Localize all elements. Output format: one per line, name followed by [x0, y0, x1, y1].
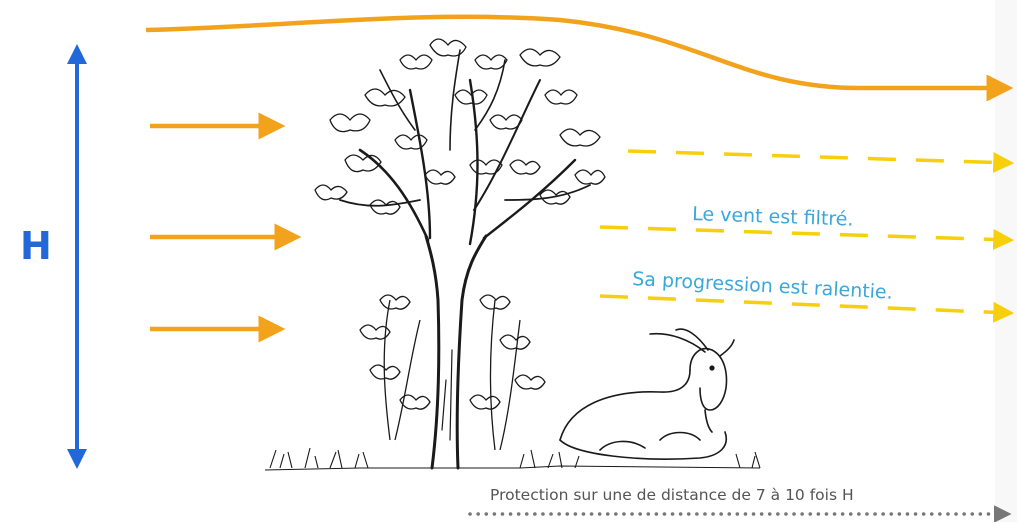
filtered-wind-3 — [599, 294, 1015, 323]
grass-illustration — [264, 447, 761, 471]
height-label: H — [20, 224, 52, 268]
shrub-illustration — [359, 294, 546, 451]
tree-illustration — [314, 38, 606, 470]
wind-over-curve — [145, 14, 1014, 102]
protection-caption: Protection sur une de distance de 7 à 10… — [490, 486, 854, 504]
filtered-wind-2 — [599, 225, 1015, 250]
filtered-wind-1 — [627, 149, 1015, 173]
text-filtered: Le vent est filtré. — [692, 203, 854, 231]
goat-illustration — [559, 328, 735, 460]
